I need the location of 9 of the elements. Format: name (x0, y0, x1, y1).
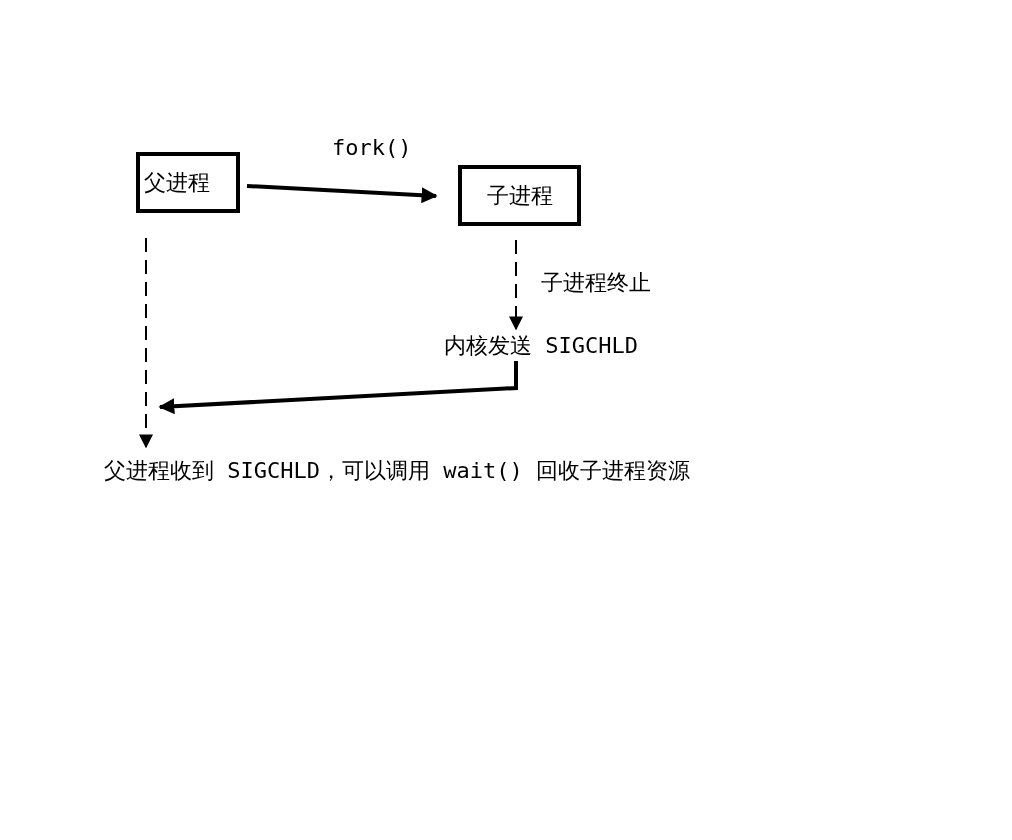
event-text: 内核发送 SIGCHLD (443, 333, 639, 359)
arrow (509, 239, 523, 331)
edge-label: 子进程终止 (541, 272, 651, 294)
arrow (139, 237, 153, 449)
process-box: 子进程 (458, 165, 581, 226)
event-text: 父进程收到 SIGCHLD，可以调用 wait() 回收子进程资源 (104, 457, 710, 485)
arrow (246, 184, 438, 204)
process-box: 父进程 (136, 152, 240, 213)
arrow (158, 361, 518, 415)
